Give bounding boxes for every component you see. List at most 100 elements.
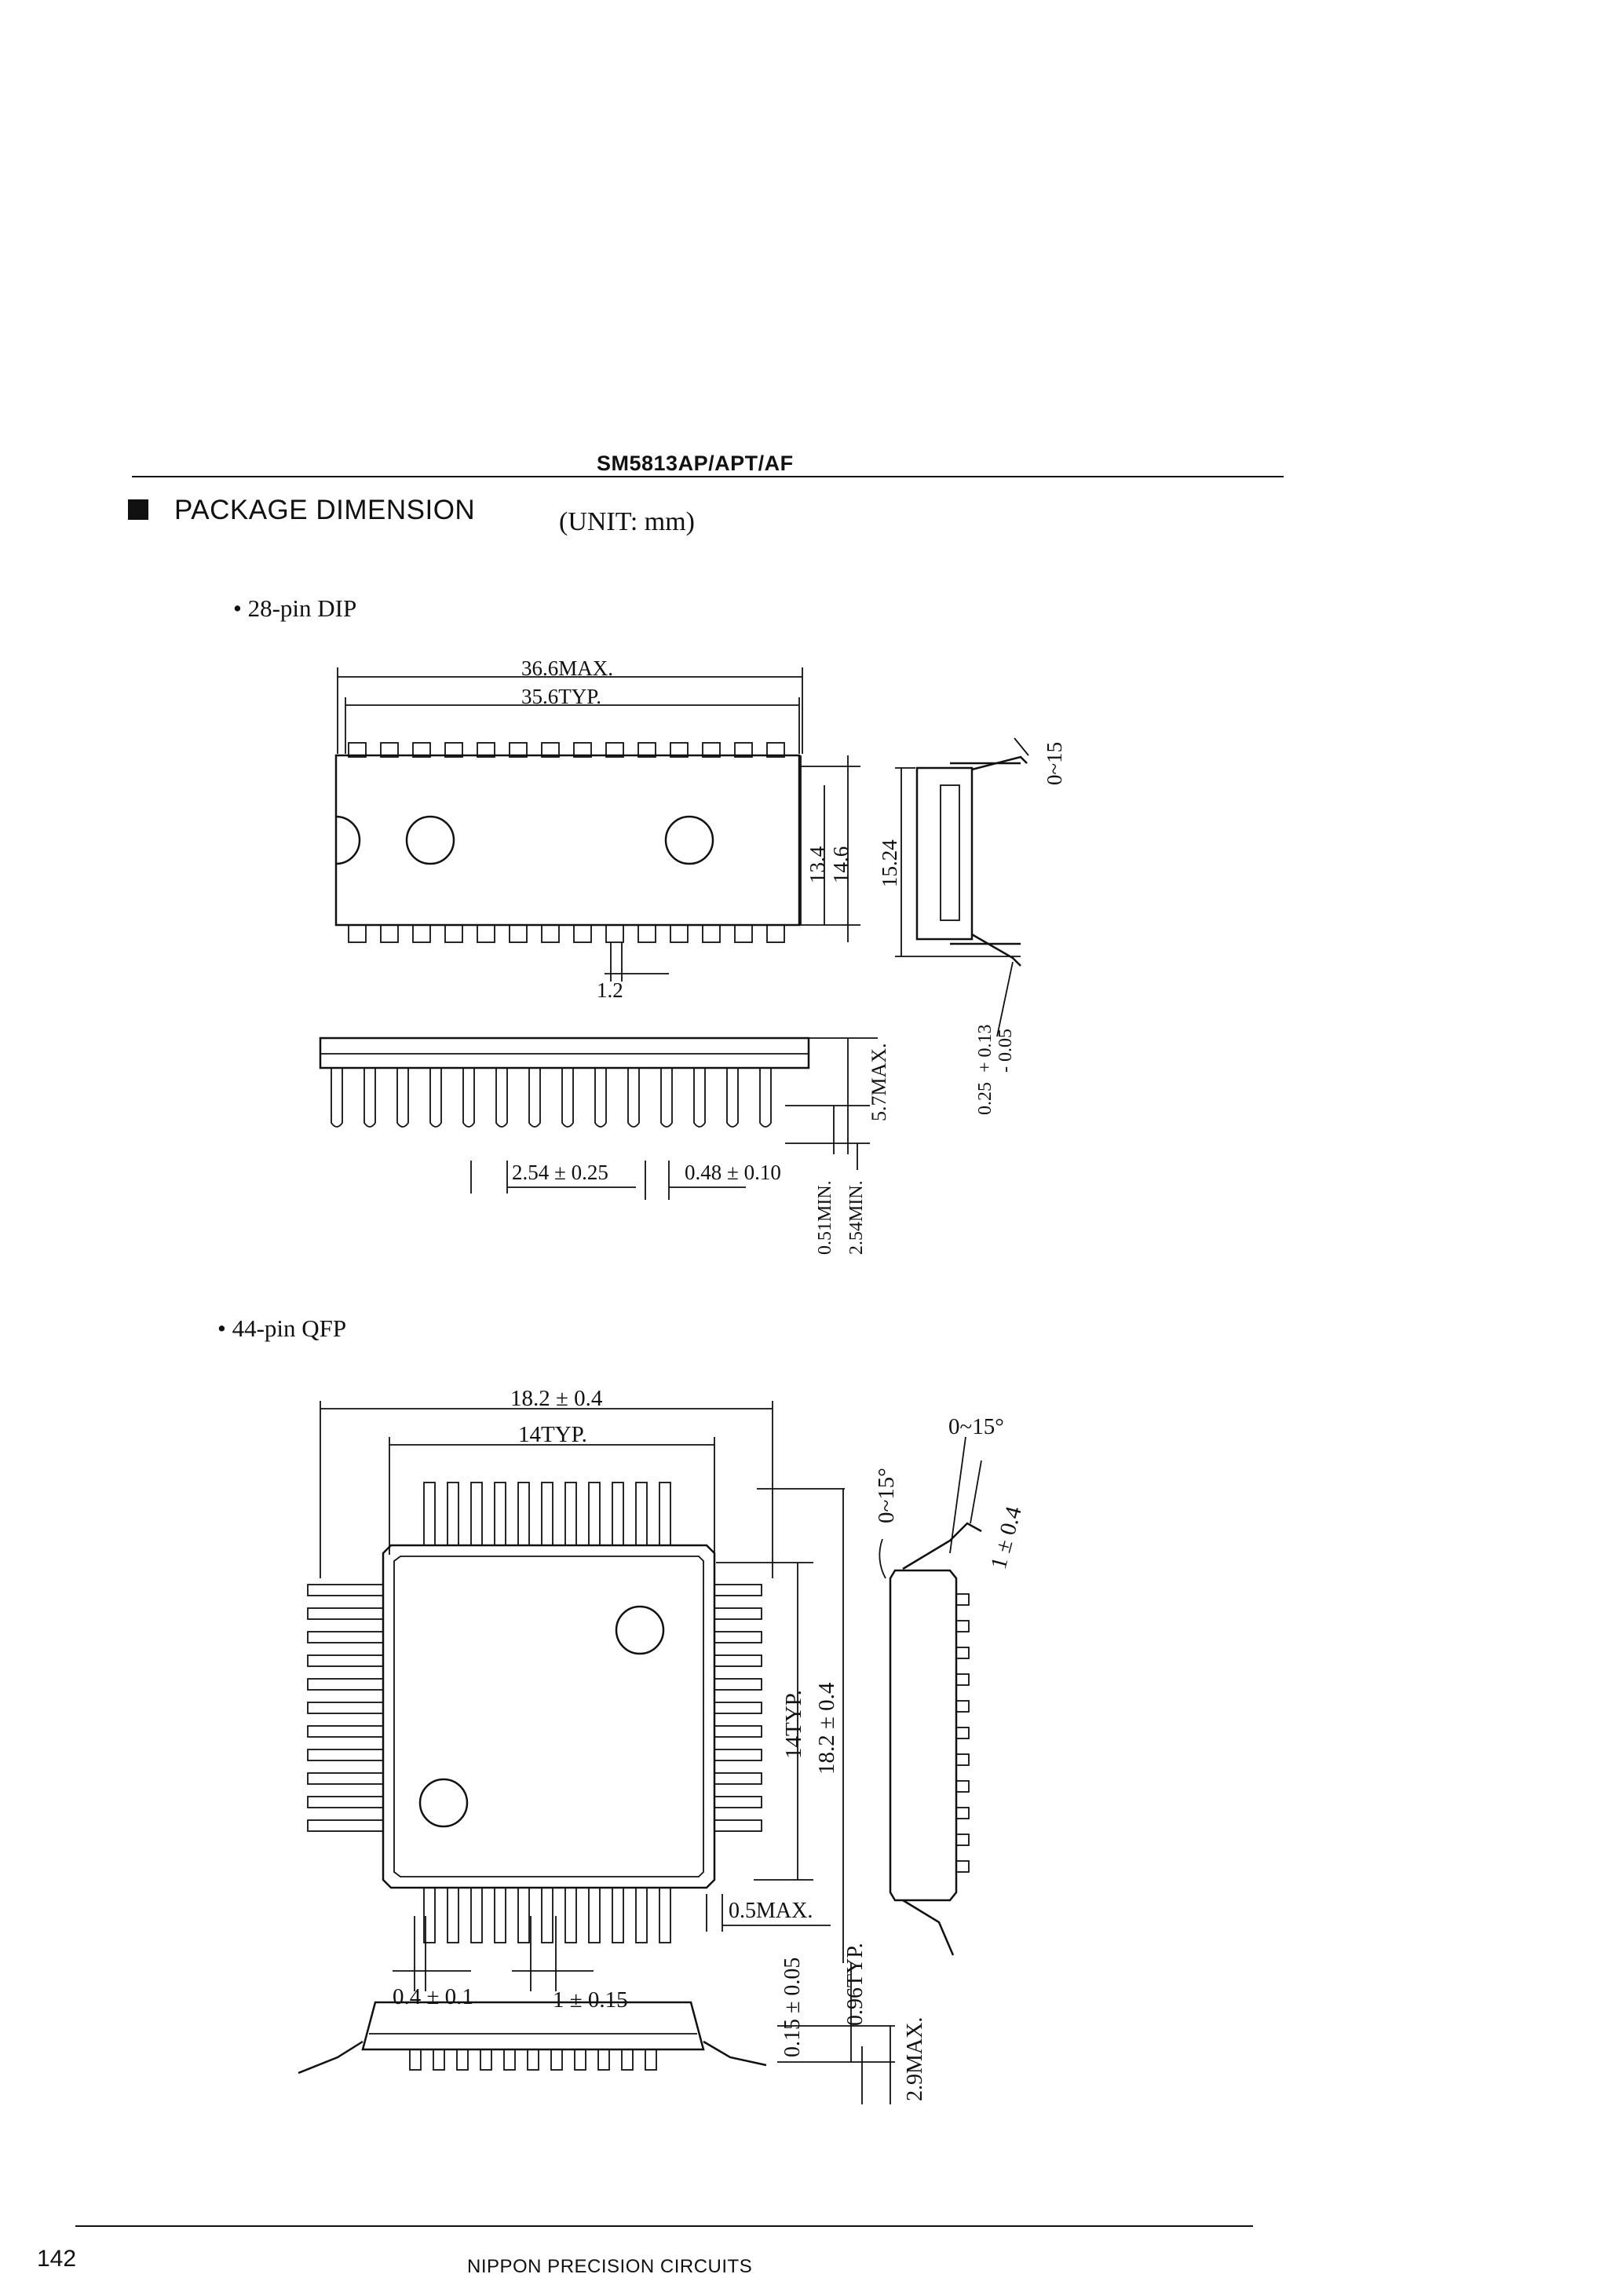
- dip-side-lead: [561, 1068, 574, 1128]
- dip-lead-bottom: [509, 924, 528, 943]
- qfp-lead-bottom: [588, 1887, 601, 1943]
- dip-lead-top: [477, 742, 495, 758]
- dip-side-lead: [726, 1068, 739, 1128]
- dip-lead-top: [509, 742, 528, 758]
- dip-top-view: 36.6MAX. 35.6TYP. 13.4 14.6 1.2: [334, 656, 860, 1002]
- qfp-top-view: 18.2 ± 0.4 14TYP. 14TYP. 18.2 ± 0.4 0.5M…: [307, 1386, 845, 2013]
- section-bullet-icon: [128, 499, 148, 520]
- qfp-side-lead: [955, 1727, 970, 1739]
- dip-lead-bottom: [637, 924, 656, 943]
- dip-lead-top: [734, 742, 753, 758]
- dip-side-view: 5.7MAX. 0.51MIN. 2.54MIN. 2.54 ± 0.25 0.…: [319, 1036, 890, 1255]
- dip-side-lead: [396, 1068, 409, 1128]
- qfp-lead-top: [494, 1482, 506, 1546]
- qfp-side-view: 0~15° 0~15° 1 ± 0.4: [874, 1414, 1027, 1956]
- qfp-lead-right: [714, 1725, 762, 1738]
- qfp-lead-right: [714, 1678, 762, 1691]
- qfp-lead-top: [564, 1482, 577, 1546]
- qfp-lead-width: 0.4 ± 0.1: [393, 1984, 473, 2009]
- qfp-bottom-side-view: 0.15 ± 0.05 0.96TYP. 2.9MAX.: [298, 1943, 927, 2104]
- dip-lead-thickness-tol-minus: - 0.05: [995, 1029, 1016, 1073]
- qfp-lead-thickness: 0.15 ± 0.05: [780, 1958, 805, 2057]
- dip-side-lead: [528, 1068, 541, 1128]
- qfp-lead-bottom: [447, 1887, 459, 1943]
- dip-lead-top: [605, 742, 624, 758]
- qfp-lead-bottom: [612, 1887, 624, 1943]
- qfp-lead-top: [470, 1482, 483, 1546]
- qfp-lead-left: [307, 1678, 384, 1691]
- dip-lead-top: [637, 742, 656, 758]
- dip-lead-thickness: 0.25: [975, 1082, 995, 1115]
- dip-pitch-callout: 1.2: [597, 978, 623, 1002]
- dip-lead-top: [444, 742, 463, 758]
- dip-lead-width: 0.48 ± 0.10: [685, 1161, 781, 1184]
- qfp-lead-bottom: [423, 1887, 436, 1943]
- dip-body-width-outer: 14.6: [829, 846, 853, 883]
- dip-lead-bottom: [444, 924, 463, 943]
- dip-lead-bottom: [477, 924, 495, 943]
- qfp-lead-right: [714, 1796, 762, 1808]
- dip-side-lead: [594, 1068, 607, 1128]
- qfp-lead-left: [307, 1631, 384, 1643]
- qfp-lead-left: [307, 1725, 384, 1738]
- qfp-side-lead: [955, 1834, 970, 1846]
- dip-lead-top: [670, 742, 689, 758]
- qfp-height-max: 2.9MAX.: [903, 2017, 927, 2101]
- qfp-side-lead: [955, 1593, 970, 1606]
- qfp-side-lead: [955, 1860, 970, 1873]
- qfp-bottom-side-lead: [645, 2049, 657, 2071]
- qfp-side-angle: 0~15°: [874, 1468, 899, 1523]
- dip-lead-pitch: 2.54 ± 0.25: [512, 1161, 608, 1184]
- qfp-lead-bottom: [517, 1887, 530, 1943]
- qfp-lead-length: 1 ± 0.4: [986, 1504, 1027, 1572]
- qfp-lead-left: [307, 1584, 384, 1596]
- qfp-lead-right: [714, 1584, 762, 1596]
- qfp-side-lead: [955, 1700, 970, 1713]
- qfp-side-lead: [955, 1647, 970, 1659]
- dip-lead-top: [380, 742, 399, 758]
- dip-height-max: 5.7MAX.: [868, 1043, 890, 1121]
- qfp-side-lead: [955, 1753, 970, 1766]
- dip-side-lead: [363, 1068, 376, 1128]
- dip-lead-bottom: [670, 924, 689, 943]
- qfp-top-angle: 0~15°: [948, 1414, 1004, 1439]
- dip-lead-bottom: [766, 924, 785, 943]
- qfp-lead-left: [307, 1749, 384, 1761]
- dip-lead-top: [348, 742, 367, 758]
- dip-package-label: • 28-pin DIP: [233, 594, 357, 622]
- qfp-lead-left: [307, 1796, 384, 1808]
- qfp-lead-left: [307, 1607, 384, 1620]
- dip-side-lead: [759, 1068, 772, 1128]
- qfp-bottom-side-lead: [433, 2049, 445, 2071]
- qfp-lead-top: [541, 1482, 553, 1546]
- dip-lead-bottom: [380, 924, 399, 943]
- qfp-lead-pitch: 1 ± 0.15: [553, 1987, 628, 2013]
- footer-rule: [75, 2225, 1253, 2227]
- section-title: PACKAGE DIMENSION: [174, 495, 476, 525]
- qfp-standoff: 0.96TYP.: [843, 1943, 868, 2026]
- dip-lead-top: [573, 742, 592, 758]
- dip-side-lead: [693, 1068, 706, 1128]
- dip-lead-top: [541, 742, 560, 758]
- qfp-lead-bottom: [564, 1887, 577, 1943]
- qfp-lead-left: [307, 1702, 384, 1714]
- dip-end-view: 15.24 0~15 0.25 + 0.13 - 0.05: [878, 737, 1066, 1115]
- dip-lead-bottom: [605, 924, 624, 943]
- qfp-lead-bottom: [494, 1887, 506, 1943]
- qfp-bottom-side-lead: [503, 2049, 516, 2071]
- dip-side-lead: [660, 1068, 673, 1128]
- dip-max-length: 36.6MAX.: [521, 656, 613, 680]
- qfp-lead-bottom: [635, 1887, 648, 1943]
- qfp-lead-bottom: [659, 1887, 671, 1943]
- qfp-side-lead: [955, 1673, 970, 1686]
- qfp-lead-right: [714, 1702, 762, 1714]
- dip-row-spacing: 15.24: [878, 839, 901, 887]
- qfp-bottom-side-lead: [597, 2049, 610, 2071]
- dip-lead-top: [702, 742, 721, 758]
- dip-standoff-min: 0.51MIN.: [815, 1180, 835, 1255]
- qfp-lead-right: [714, 1654, 762, 1667]
- document-id: SM5813AP/APT/AF: [597, 452, 794, 475]
- qfp-side-lead: [955, 1780, 970, 1793]
- dip-lead-thickness-tol-plus: + 0.13: [975, 1024, 995, 1073]
